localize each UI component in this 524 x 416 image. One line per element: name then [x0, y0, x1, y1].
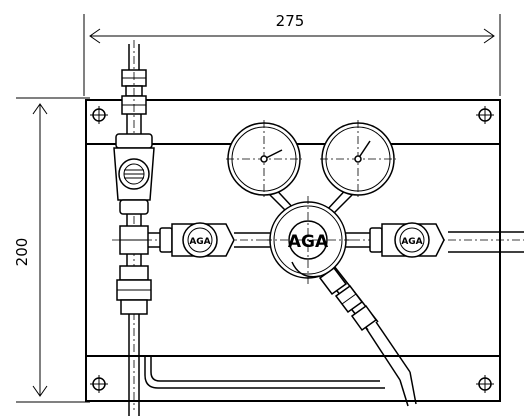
shutoff-valve-upper — [113, 133, 155, 226]
width-dimension-label: 275 — [276, 12, 305, 30]
bottom-pipe — [144, 356, 385, 389]
pressure-regulator: AGA — [264, 196, 352, 284]
valve-right-logo: AGA — [401, 237, 422, 247]
pipe-fitting-lower — [116, 265, 152, 416]
regulator-logo: AGA — [288, 232, 329, 252]
pressure-gauge-left — [226, 120, 302, 198]
pressure-gauge-right — [320, 120, 396, 198]
mounting-hole-bottom-left — [90, 375, 108, 393]
height-dimension-label: 200 — [13, 238, 31, 267]
mounting-hole-top-right — [476, 106, 494, 124]
vertical-inlet-pipe — [121, 40, 147, 410]
mounting-hole-top-left — [90, 106, 108, 124]
height-dimension: 200 — [13, 97, 90, 403]
shutoff-valve-right: AGA — [369, 222, 445, 258]
shutoff-valve-left: AGA — [159, 222, 235, 258]
valve-left-logo: AGA — [189, 237, 210, 247]
outlet-hose — [318, 265, 417, 407]
width-dimension: 275 — [83, 12, 501, 96]
mounting-hole-bottom-right — [476, 375, 494, 393]
